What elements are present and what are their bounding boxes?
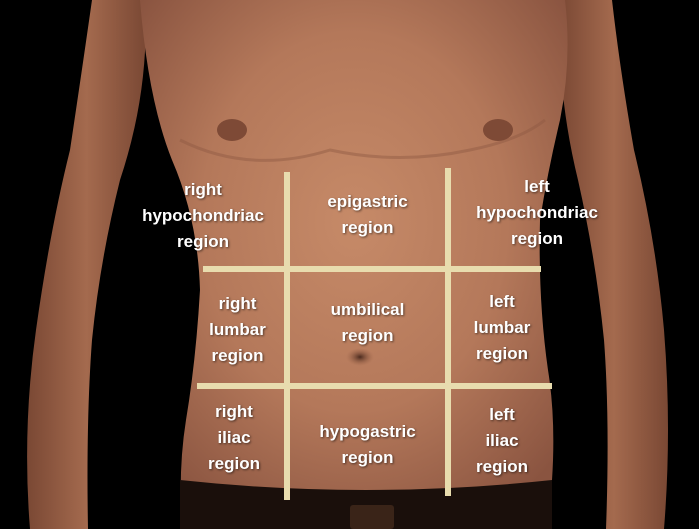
region-label-left-lumbar: left lumbar region (473, 292, 531, 363)
grid-horizontal-lower (197, 383, 552, 389)
left-arm (559, 0, 668, 529)
navel (346, 348, 374, 366)
left-nipple (483, 119, 513, 141)
region-label-umbilical: umbilical region (330, 300, 405, 345)
region-label-right-iliac: right iliac region (208, 402, 260, 473)
waistband (180, 480, 552, 529)
region-label-epigastric: epigastric region (327, 192, 408, 237)
torso (140, 0, 568, 529)
region-label-left-hypochondriac: left hypochondriac region (476, 177, 598, 248)
right-arm (27, 0, 146, 529)
region-label-right-hypochondriac: right hypochondriac region (142, 180, 264, 251)
right-nipple (217, 119, 247, 141)
region-label-right-lumbar: right lumbar region (209, 294, 266, 365)
grid-horizontal-upper (203, 266, 541, 272)
region-label-hypogastric: hypogastric region (319, 422, 416, 467)
chest-contour (179, 118, 546, 162)
region-label-left-iliac: left iliac region (476, 405, 528, 476)
grid-vertical-right (284, 172, 290, 500)
grid-vertical-left (445, 168, 451, 496)
belt-buckle (350, 505, 394, 529)
